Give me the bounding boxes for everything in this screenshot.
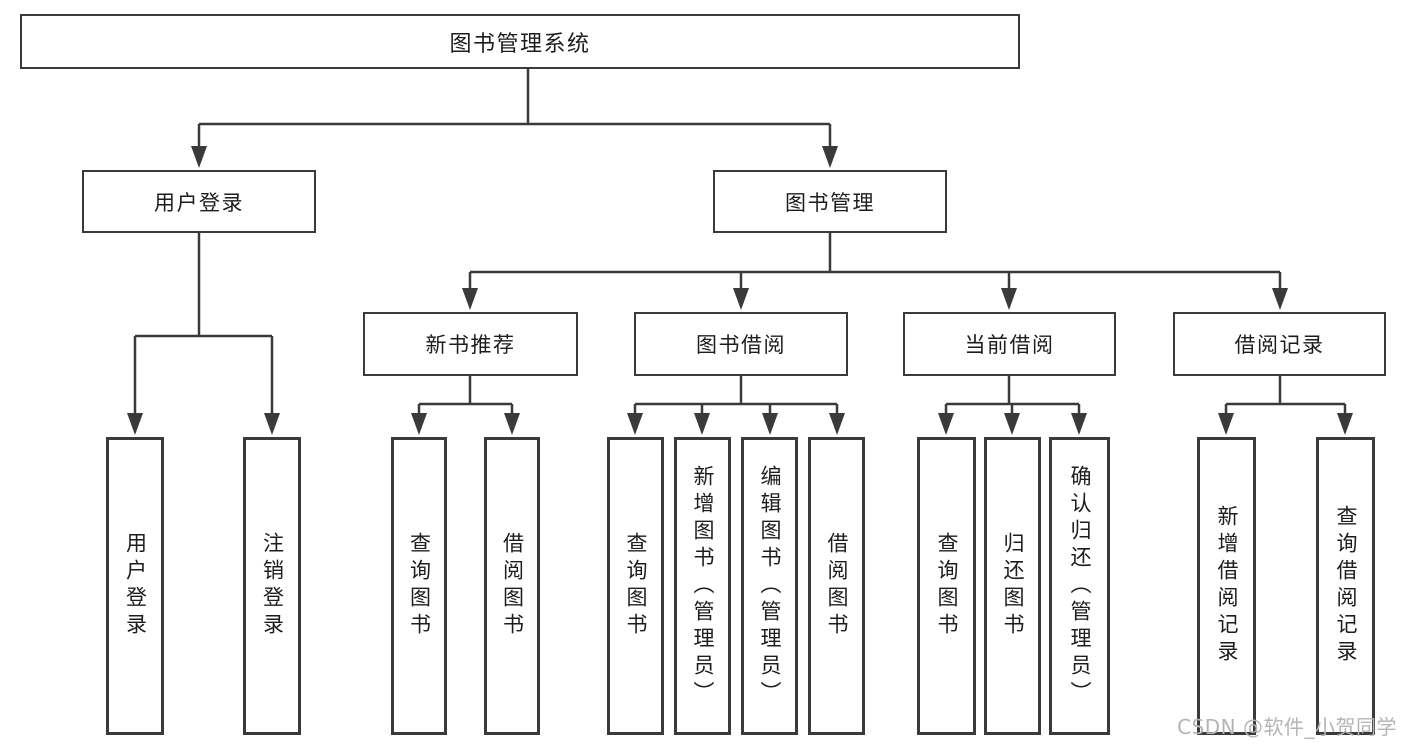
- node-label: 图书管理系统: [449, 31, 591, 57]
- node-root-library-management-system: 图书管理系统: [20, 14, 1020, 69]
- node-label: 借阅图书: [825, 532, 849, 640]
- node-label: 编辑图书（管理员）: [758, 464, 782, 708]
- leaf-borrow-books: 借阅图书: [808, 437, 865, 735]
- node-label: 新书推荐: [425, 333, 516, 357]
- node-label: 查询借阅记录: [1334, 505, 1358, 667]
- leaf-query-books-borrowing: 查询图书: [607, 437, 664, 735]
- leaf-add-borrow-record: 新增借阅记录: [1197, 437, 1256, 735]
- leaf-user-login: 用户登录: [106, 437, 164, 735]
- node-label: 查询图书: [407, 532, 432, 640]
- node-label: 借阅记录: [1234, 333, 1325, 357]
- node-user-login: 用户登录: [82, 170, 316, 233]
- node-label: 用户登录: [123, 532, 148, 640]
- node-book-management: 图书管理: [713, 170, 947, 233]
- node-label: 新增图书（管理员）: [691, 464, 715, 708]
- leaf-query-books-recommendation: 查询图书: [391, 437, 447, 735]
- leaf-confirm-return-admin: 确认归还（管理员）: [1049, 437, 1110, 735]
- leaf-logout: 注销登录: [243, 437, 301, 735]
- node-label: 借阅图书: [500, 532, 525, 640]
- leaf-query-borrow-record: 查询借阅记录: [1316, 437, 1375, 735]
- node-label: 查询图书: [935, 532, 959, 640]
- leaf-return-books: 归还图书: [984, 437, 1041, 735]
- node-label: 当前借阅: [964, 333, 1055, 357]
- leaf-edit-books-admin: 编辑图书（管理员）: [741, 437, 798, 735]
- leaf-query-books-current: 查询图书: [917, 437, 976, 735]
- node-label: 新增借阅记录: [1215, 505, 1239, 667]
- node-current-borrowing: 当前借阅: [903, 312, 1116, 376]
- watermark: CSDN @软件_小贺同学: [1177, 715, 1397, 739]
- arrowhead-icons: [127, 146, 1353, 435]
- node-label: 确认归还（管理员）: [1068, 464, 1092, 708]
- node-label: 图书管理: [785, 190, 875, 215]
- node-label: 归还图书: [1001, 532, 1025, 640]
- node-label: 查询图书: [624, 532, 648, 640]
- node-new-book-recommendation: 新书推荐: [363, 312, 578, 376]
- node-label: 用户登录: [154, 190, 244, 215]
- node-label: 图书借阅: [696, 333, 786, 357]
- leaf-borrow-books-recommendation: 借阅图书: [484, 437, 540, 735]
- node-book-borrowing: 图书借阅: [634, 312, 848, 376]
- leaf-add-books-admin: 新增图书（管理员）: [674, 437, 731, 735]
- node-label: 注销登录: [260, 532, 285, 640]
- node-borrowing-records: 借阅记录: [1173, 312, 1386, 376]
